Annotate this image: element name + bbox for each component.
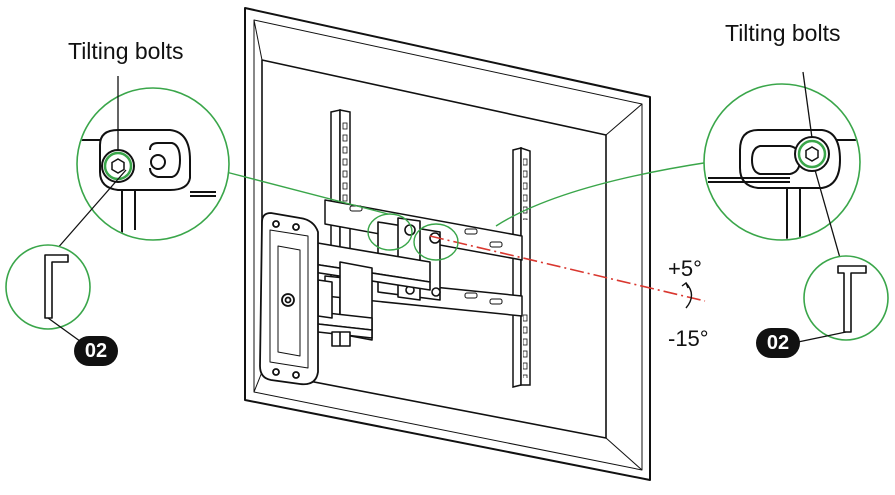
callout-leaders — [225, 161, 711, 261]
right-vertical-rail — [512, 146, 531, 388]
right-tool-callout — [797, 255, 889, 343]
tilt-axis-line — [429, 235, 706, 302]
hex-bolt-icon — [794, 136, 830, 172]
left-tool-callout — [5, 244, 91, 345]
tilt-up-label: +5° — [668, 256, 702, 281]
left-bolt-callout — [55, 76, 230, 251]
right-bolt-callout — [703, 71, 861, 259]
tilt-arc-arrow-icon — [681, 281, 693, 309]
wall-plate — [259, 212, 319, 386]
left-title-label: Tilting bolts — [68, 38, 184, 64]
hex-key-icon — [44, 254, 69, 319]
right-title-label: Tilting bolts — [725, 20, 841, 46]
hex-key-icon — [837, 265, 867, 333]
tv-panel — [244, 7, 651, 481]
left-part-badge: 02 — [74, 336, 118, 366]
right-part-badge: 02 — [756, 328, 800, 358]
hex-bolt-icon — [101, 149, 135, 183]
tilt-down-label: -15° — [668, 326, 709, 351]
